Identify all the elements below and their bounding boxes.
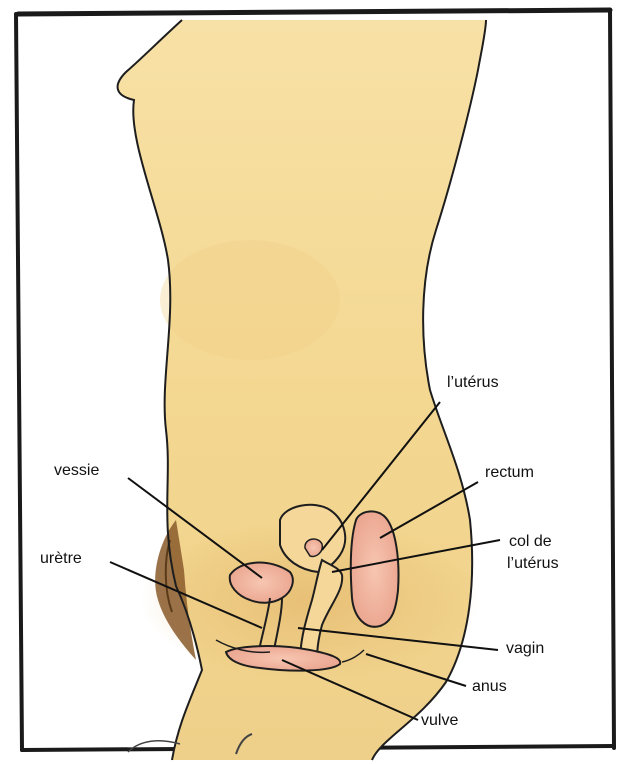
label-bladder: vessie: [54, 461, 99, 481]
label-uterus: l’utérus: [447, 373, 499, 393]
label-anus: anus: [472, 677, 507, 697]
label-cervix-line2: l’utérus: [507, 553, 559, 575]
label-rectum: rectum: [485, 463, 534, 483]
label-cervix-line1: col de: [509, 531, 552, 553]
label-vulva: vulve: [421, 711, 458, 731]
label-vagina: vagin: [506, 639, 544, 659]
label-urethra: urètre: [40, 549, 82, 569]
